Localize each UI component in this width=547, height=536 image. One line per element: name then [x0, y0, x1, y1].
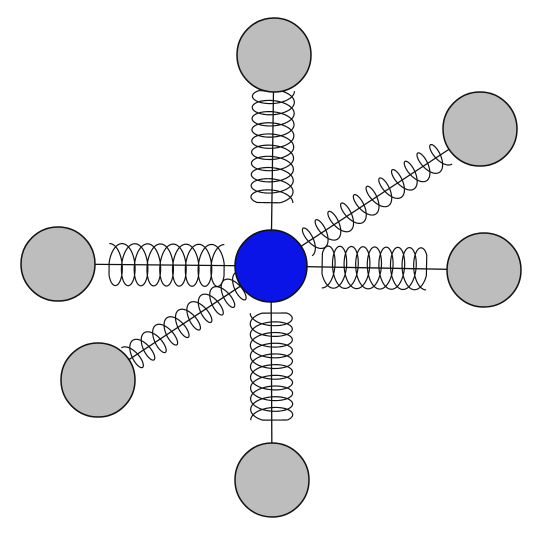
spring-bottom	[249, 312, 294, 421]
spring-lower-left	[121, 272, 247, 369]
spring-left	[108, 242, 225, 288]
spring-upper-right	[301, 143, 453, 257]
outer-node-bottom	[234, 442, 310, 518]
outer-node-left	[20, 226, 96, 302]
outer-node-upper-right	[442, 91, 518, 167]
outer-node-lower-left	[60, 342, 136, 418]
outer-node-top	[236, 17, 312, 93]
connector-upper-right	[270, 128, 481, 267]
outer-node-right	[446, 232, 522, 308]
outer-nodes	[20, 17, 522, 518]
spring-top	[250, 90, 296, 204]
spring-right	[321, 245, 428, 291]
center-node	[234, 229, 308, 303]
springs	[108, 90, 453, 421]
